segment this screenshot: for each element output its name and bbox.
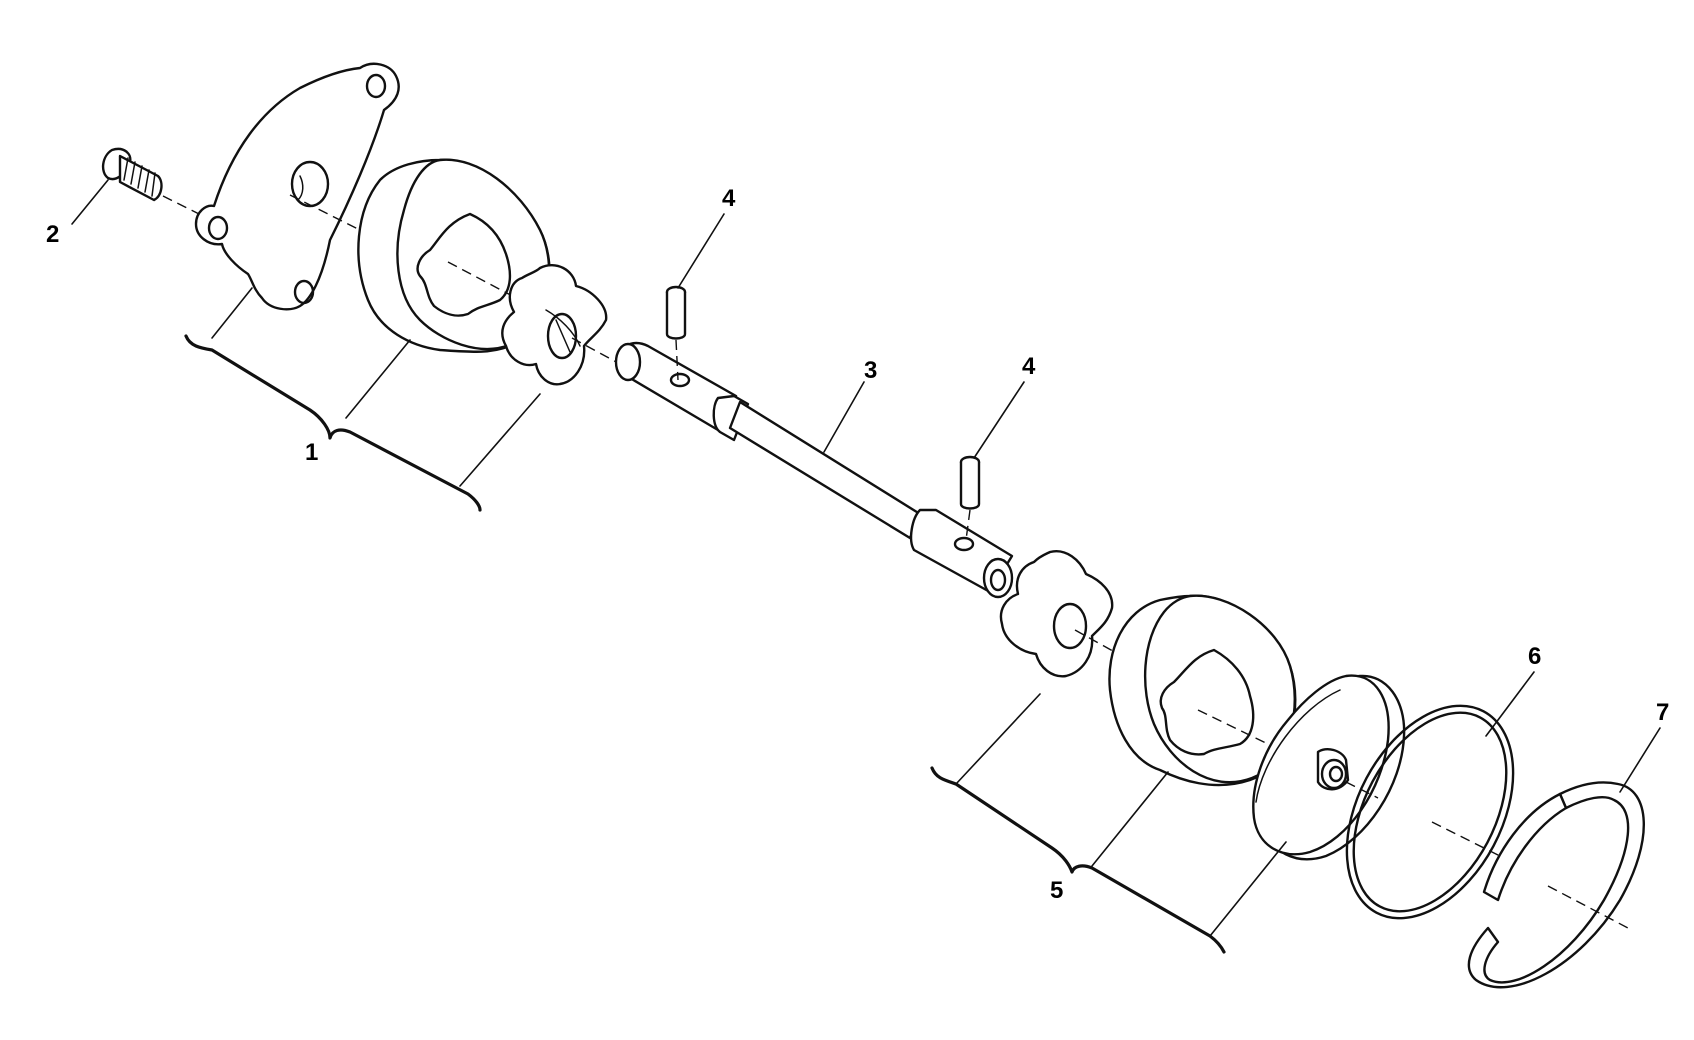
shaft-axis-left bbox=[571, 337, 621, 365]
callout-2: 2 bbox=[46, 221, 59, 248]
callout-1: 1 bbox=[305, 439, 318, 466]
rotor2-axis bbox=[1074, 629, 1121, 656]
outer-rotor-1-part bbox=[357, 158, 551, 353]
brace-group-5 bbox=[930, 766, 1226, 954]
pin-upper-axis bbox=[675, 339, 679, 381]
end-plate-part bbox=[1252, 674, 1406, 861]
snap-ring-part bbox=[1467, 781, 1645, 989]
rotor1-axis bbox=[447, 261, 521, 301]
pin-4-lower bbox=[959, 455, 981, 510]
cover-plate-part bbox=[194, 62, 400, 311]
pin-4-upper bbox=[665, 285, 687, 340]
brace-group-1 bbox=[184, 334, 482, 512]
callout-7: 7 bbox=[1656, 699, 1669, 726]
end-plate-axis bbox=[1345, 781, 1379, 799]
pin-lower-axis bbox=[965, 509, 971, 541]
callout-4-upper: 4 bbox=[722, 185, 736, 212]
inner-rotor-2-part bbox=[999, 550, 1114, 678]
rotor2-bore-axis bbox=[1197, 709, 1269, 745]
seal-ring-part bbox=[1345, 704, 1515, 920]
callout-3: 3 bbox=[864, 357, 877, 384]
shaft-part bbox=[614, 341, 1014, 599]
leader-lines bbox=[71, 179, 1661, 937]
callout-6: 6 bbox=[1528, 643, 1541, 670]
outer-rotor-2-part bbox=[1108, 594, 1297, 787]
callout-4-lower: 4 bbox=[1022, 353, 1036, 380]
callout-5: 5 bbox=[1050, 877, 1063, 904]
inner-rotor-1-part bbox=[501, 263, 608, 386]
screw-part bbox=[101, 147, 163, 202]
seal-axis bbox=[1431, 821, 1509, 861]
